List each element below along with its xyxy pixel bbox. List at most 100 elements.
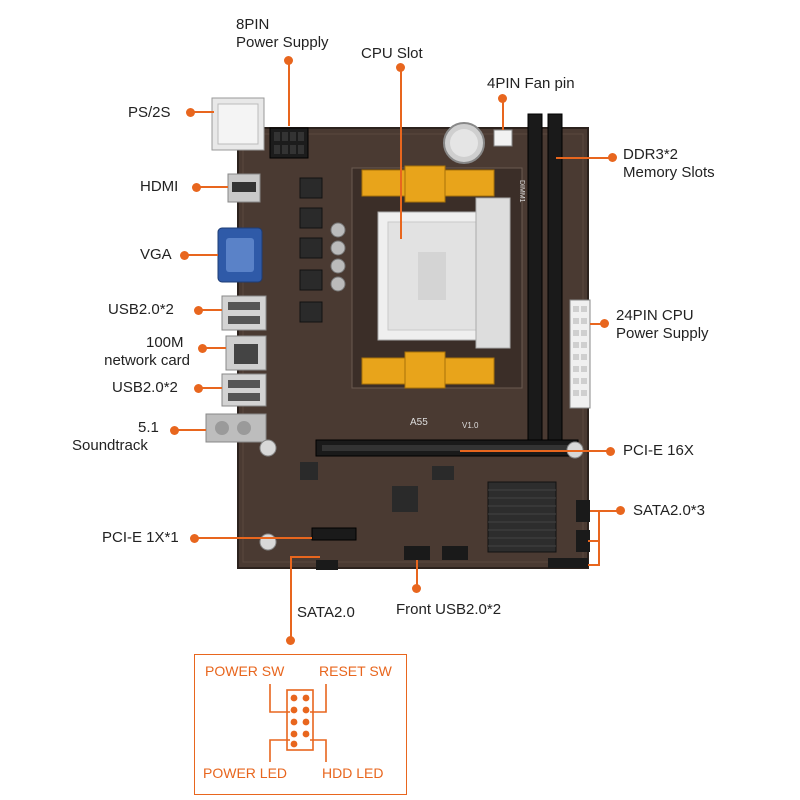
front-panel-power-led: POWER LED <box>203 765 288 781</box>
fan-header <box>493 129 513 147</box>
front-usb-header <box>404 546 430 560</box>
leader-pcie1 <box>196 537 312 539</box>
sata-single-port <box>316 560 338 570</box>
leader-usb-top-dot <box>194 306 203 315</box>
usb-bottom-port <box>221 373 267 407</box>
leader-usb-top <box>200 309 222 311</box>
front-panel-power-sw: POWER SW <box>205 663 285 679</box>
pin-9 <box>290 740 298 748</box>
power-sw-leader <box>269 684 290 713</box>
ddr3-slot-a <box>527 113 543 445</box>
label-cpu-power-line1: 24PIN CPU <box>616 307 694 324</box>
label-sound-line2: Soundtrack <box>72 437 148 454</box>
leader-cpu <box>400 67 402 239</box>
leader-usb-bottom <box>200 387 222 389</box>
revision-label: V1.0 <box>462 421 479 430</box>
leader-8pin <box>288 60 290 126</box>
pin-header-outline <box>286 689 314 751</box>
leader-network <box>204 347 226 349</box>
label-pcie1: PCI-E 1X*1 <box>102 529 179 546</box>
leader-vga <box>186 254 218 256</box>
usb-top-port <box>221 295 267 331</box>
leader-pcie16 <box>460 450 608 452</box>
power-led-leader <box>269 739 290 762</box>
front-panel-hdd-led: HDD LED <box>322 765 384 781</box>
leader-sata-single-dot <box>286 636 295 645</box>
label-hdmi: HDMI <box>140 178 179 195</box>
label-8pin: 8PIN Power Supply <box>236 16 329 52</box>
label-cpu-power-line2: Power Supply <box>616 325 709 342</box>
leader-usb-bottom-dot <box>194 384 203 393</box>
leader-sata3-b <box>598 510 600 566</box>
leader-sata-single <box>290 556 292 640</box>
front-panel-reset-sw: RESET SW <box>319 663 392 679</box>
dimm-label-a: DIMM1 <box>518 180 525 203</box>
label-8pin-line1: 8PIN <box>236 16 270 33</box>
label-cpu-power: 24PIN CPU Power Supply <box>616 307 709 343</box>
label-network-line1: 100M <box>146 334 184 351</box>
front-panel-box <box>194 654 407 795</box>
pcie1-slot <box>311 527 357 541</box>
label-network: 100M network card <box>90 334 190 370</box>
label-front-usb: Front USB2.0*2 <box>396 601 502 618</box>
pin-1 <box>290 694 298 702</box>
reset-sw-leader <box>310 684 327 713</box>
leader-8pin-dot <box>284 56 293 65</box>
label-sound-line1: 5.1 <box>138 419 159 436</box>
chipset-heatsink <box>487 481 557 553</box>
leader-cpu-power-dot <box>600 319 609 328</box>
label-pcie16: PCI-E 16X <box>623 442 694 459</box>
label-network-line2: network card <box>104 352 190 369</box>
leader-sound-dot <box>170 426 179 435</box>
label-sound: 5.1 Soundtrack <box>72 419 159 455</box>
leader-front-usb-dot <box>412 584 421 593</box>
leader-vga-dot <box>180 251 189 260</box>
label-usb-bottom: USB2.0*2 <box>112 379 178 396</box>
chipset-label: A55 <box>410 417 428 428</box>
front-panel-pinout <box>269 684 327 762</box>
leader-fan-dot <box>498 94 507 103</box>
leader-fan <box>502 98 504 130</box>
leader-pcie1-dot <box>190 534 199 543</box>
leader-pcie16-dot <box>606 447 615 456</box>
hdd-led-leader <box>310 739 327 762</box>
label-usb-top: USB2.0*2 <box>108 301 174 318</box>
leader-sata3-dot <box>616 506 625 515</box>
leader-cpu-dot <box>396 63 405 72</box>
pin-2 <box>302 694 310 702</box>
leader-network-dot <box>198 344 207 353</box>
pin-4 <box>302 706 310 714</box>
leader-hdmi <box>198 186 228 188</box>
label-cpu-slot: CPU Slot <box>361 45 423 62</box>
leader-sata3-a <box>590 510 620 512</box>
leader-sound <box>176 429 206 431</box>
leader-front-usb <box>416 560 418 588</box>
label-sata-single: SATA2.0 <box>297 604 355 621</box>
leader-sata-single-h <box>290 556 320 558</box>
label-8pin-line2: Power Supply <box>236 34 329 51</box>
leader-ps2 <box>192 111 214 113</box>
pin-6 <box>302 718 310 726</box>
pin-3 <box>290 706 298 714</box>
ddr3-slot-b <box>547 113 563 445</box>
leader-ddr3-dot <box>608 153 617 162</box>
leader-ps2-dot <box>186 108 195 117</box>
label-sata3: SATA2.0*3 <box>633 502 705 519</box>
sata-port-1 <box>576 500 590 522</box>
leader-sata3-c <box>588 540 598 542</box>
rear-io-panel <box>205 97 267 443</box>
label-fan-pin: 4PIN Fan pin <box>487 75 575 92</box>
label-ps2: PS/2S <box>128 104 171 121</box>
leader-ddr3 <box>556 157 612 159</box>
sata-port-3 <box>548 558 588 568</box>
pin-7 <box>290 730 298 738</box>
leader-sata3-d <box>588 564 598 566</box>
label-ddr3: DDR3*2 Memory Slots <box>623 146 715 182</box>
cpu-socket-area <box>351 165 523 389</box>
label-ddr3-line1: DDR3*2 <box>623 146 679 163</box>
pin-8 <box>302 730 310 738</box>
label-ddr3-line2: Memory Slots <box>623 164 715 181</box>
leader-hdmi-dot <box>192 183 201 192</box>
pin-5 <box>290 718 298 726</box>
